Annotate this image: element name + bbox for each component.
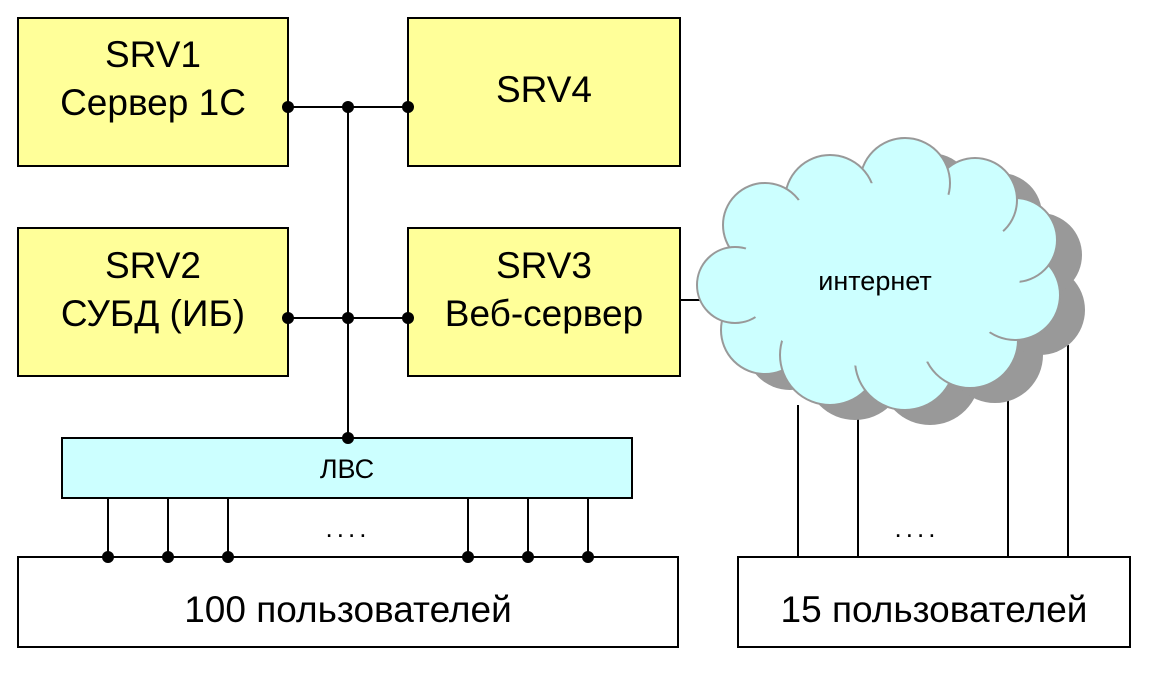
remote-users-ellipsis: .... bbox=[895, 513, 940, 543]
internet-label: интернет bbox=[818, 266, 931, 296]
internet-cloud: интернет bbox=[696, 137, 1085, 425]
srv3-role: Веб-сервер bbox=[445, 293, 643, 334]
srv3-name: SRV3 bbox=[496, 245, 592, 286]
cloud-body-fill bbox=[740, 183, 1020, 367]
server-srv3: SRV3 Веб-сервер bbox=[407, 227, 681, 377]
server-srv2: SRV2 СУБД (ИБ) bbox=[17, 227, 289, 377]
server-srv4: SRV4 bbox=[407, 17, 681, 167]
srv1-role: Сервер 1С bbox=[60, 82, 246, 123]
srv1-name: SRV1 bbox=[105, 34, 201, 75]
srv2-role: СУБД (ИБ) bbox=[61, 293, 245, 334]
lan-label: ЛВС bbox=[320, 454, 374, 484]
server-srv1: SRV1 Сервер 1С bbox=[17, 17, 289, 167]
srv4-name: SRV4 bbox=[496, 69, 592, 110]
local-users-ellipsis: .... bbox=[326, 513, 371, 543]
remote-users-box: 15 пользователей bbox=[737, 556, 1131, 648]
local-users-box: 100 пользователей bbox=[17, 556, 679, 648]
remote-users-label: 15 пользователей bbox=[781, 589, 1088, 630]
connection-lines bbox=[107, 106, 1069, 557]
local-users-label: 100 пользователей bbox=[184, 589, 512, 630]
junction-dots bbox=[102, 101, 594, 563]
lan-bar: ЛВС bbox=[61, 437, 633, 499]
srv2-name: SRV2 bbox=[105, 245, 201, 286]
